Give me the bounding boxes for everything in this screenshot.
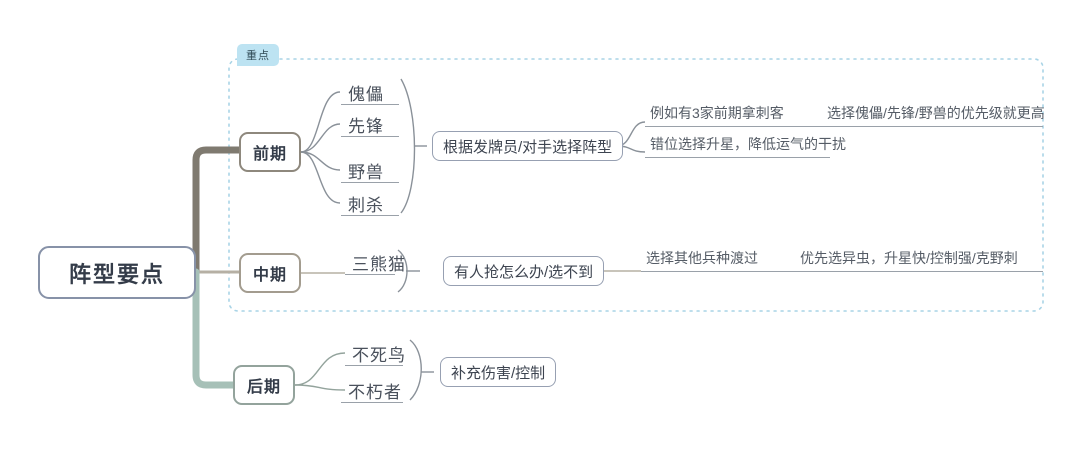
leaf-node[interactable]: 野兽 xyxy=(348,163,384,182)
fan-late-1 xyxy=(294,352,346,386)
note-text[interactable]: 选择其他兵种渡过 xyxy=(646,250,758,266)
fan-early-3 xyxy=(300,151,341,171)
fan-early-1 xyxy=(300,91,341,153)
leaf-underline xyxy=(341,136,399,137)
summary-bracket-late xyxy=(409,339,422,401)
note-underline xyxy=(645,157,830,158)
leaf-node[interactable]: 三熊猫 xyxy=(352,255,406,274)
leaf-underline xyxy=(345,365,403,366)
stage-node-mid[interactable]: 中期 xyxy=(239,253,301,293)
fan-late-2 xyxy=(294,384,346,391)
note-underline xyxy=(645,126,1043,127)
fan-early-4 xyxy=(300,151,341,204)
leaf-node[interactable]: 先锋 xyxy=(348,117,384,136)
leaf-underline xyxy=(341,104,399,105)
root-node[interactable]: 阵型要点 xyxy=(38,246,196,299)
note-follow-text[interactable]: 优先选异虫，升星快/控制强/克野刺 xyxy=(800,250,1018,266)
stage-node-late[interactable]: 后期 xyxy=(233,365,295,405)
summary-box-mid[interactable]: 有人抢怎么办/选不到 xyxy=(443,256,605,286)
leaf-node[interactable]: 刺杀 xyxy=(348,196,384,215)
note-follow-text[interactable]: 选择傀儡/先锋/野兽的优先级就更高 xyxy=(827,105,1045,121)
stage-node-early[interactable]: 前期 xyxy=(239,132,301,172)
leaf-underline xyxy=(341,215,399,216)
leaf-node[interactable]: 不朽者 xyxy=(348,383,402,402)
leaf-node[interactable]: 不死鸟 xyxy=(352,346,406,365)
leaf-underline xyxy=(345,274,395,275)
trunk-lower xyxy=(192,268,237,389)
leaf-underline xyxy=(341,182,399,183)
summary-bracket-early xyxy=(400,78,416,214)
summary-box-late[interactable]: 补充伤害/控制 xyxy=(440,357,557,387)
note-text[interactable]: 错位选择升星，降低运气的干扰 xyxy=(650,136,846,152)
note-text[interactable]: 例如有3家前期拿刺客 xyxy=(650,105,784,121)
leaf-underline xyxy=(341,402,403,403)
note-underline xyxy=(641,271,1043,272)
leaf-node[interactable]: 傀儡 xyxy=(348,85,384,104)
trunk-upper xyxy=(192,146,243,276)
focus-tag: 重点 xyxy=(237,44,279,66)
summary-box-early[interactable]: 根据发牌员/对手选择阵型 xyxy=(432,131,624,161)
fan-early-2 xyxy=(300,123,341,153)
